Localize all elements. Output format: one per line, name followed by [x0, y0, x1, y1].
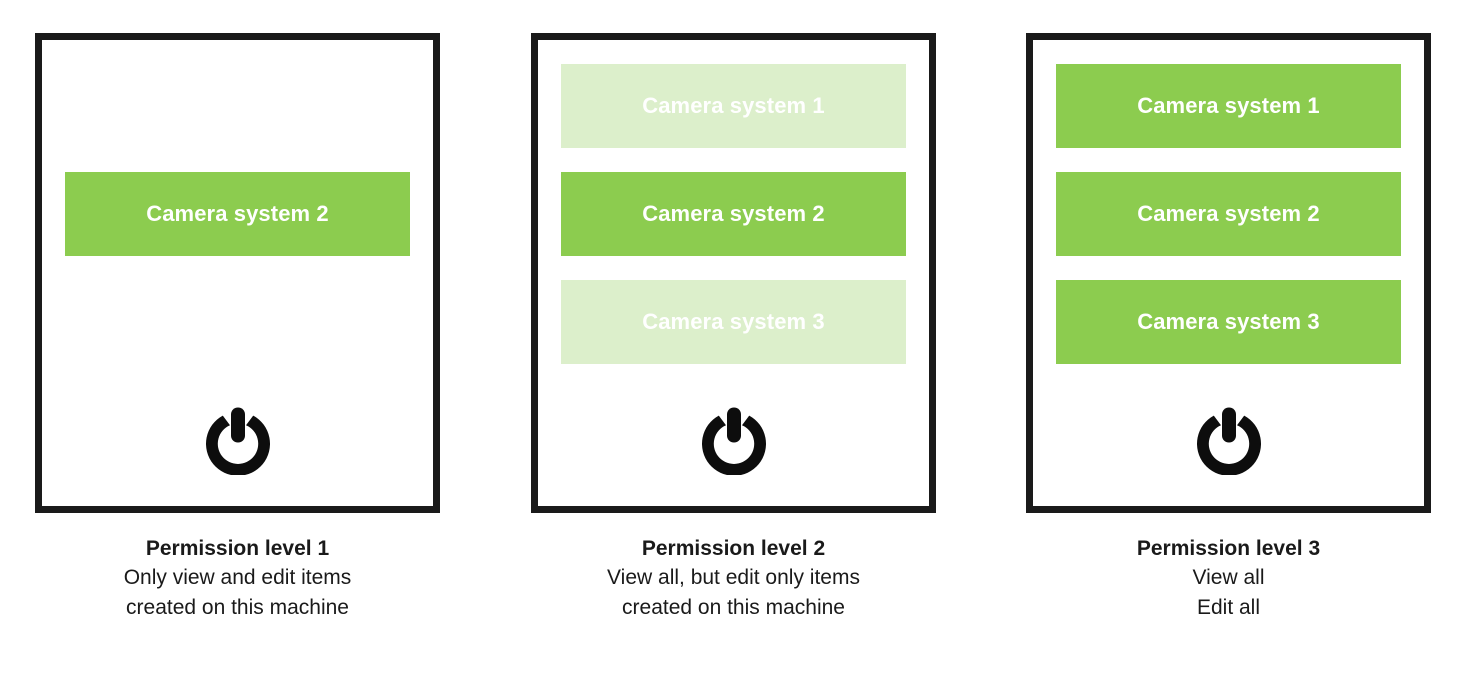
caption-line: Edit all — [1196, 596, 1261, 620]
camera-system-label: Camera system 3 — [642, 309, 825, 334]
permission-level-column-2: Camera system 1 Camera system 2 Camera s… — [531, 33, 936, 623]
camera-system-slot[interactable]: Camera system 2 — [65, 172, 410, 256]
caption-line: created on this machine — [622, 596, 845, 620]
camera-system-slot — [65, 280, 410, 364]
permission-level-column-3: Camera system 1 Camera system 2 Camera s… — [1026, 33, 1431, 623]
caption-title: Permission level 3 — [1136, 537, 1321, 560]
machine-panel-3: Camera system 1 Camera system 2 Camera s… — [1026, 33, 1431, 513]
caption-title: Permission level 1 — [145, 537, 330, 560]
camera-system-label: Camera system 2 — [146, 201, 329, 226]
camera-system-slot-list-2: Camera system 1 Camera system 2 Camera s… — [538, 64, 929, 364]
camera-system-label: Camera system 2 — [1137, 201, 1320, 226]
caption-title: Permission level 2 — [641, 537, 826, 560]
machine-panel-2: Camera system 1 Camera system 2 Camera s… — [531, 33, 936, 513]
caption-line: Only view and edit items — [123, 566, 352, 590]
caption-line: View all — [1192, 566, 1265, 590]
power-icon — [701, 407, 766, 475]
camera-system-label: Camera system 1 — [642, 93, 825, 118]
camera-system-slot[interactable]: Camera system 1 — [561, 64, 906, 148]
camera-system-slot[interactable]: Camera system 3 — [561, 280, 906, 364]
permission-level-column-1: Camera system 2 Permission level 1 Only … — [35, 33, 440, 623]
camera-system-slot — [65, 64, 410, 148]
caption-line: created on this machine — [126, 596, 349, 620]
power-icon — [205, 407, 270, 475]
camera-system-slot[interactable]: Camera system 3 — [1056, 280, 1401, 364]
machine-panel-1: Camera system 2 — [35, 33, 440, 513]
panel-caption-3: Permission level 3 View all Edit all — [1026, 535, 1431, 623]
camera-system-label: Camera system 2 — [642, 201, 825, 226]
camera-system-slot-list-3: Camera system 1 Camera system 2 Camera s… — [1033, 64, 1424, 364]
camera-system-slot-list-1: Camera system 2 — [42, 64, 433, 364]
camera-system-slot[interactable]: Camera system 2 — [561, 172, 906, 256]
camera-system-slot[interactable]: Camera system 1 — [1056, 64, 1401, 148]
camera-system-label: Camera system 1 — [1137, 93, 1320, 118]
panel-caption-1: Permission level 1 Only view and edit it… — [35, 535, 440, 623]
camera-system-label: Camera system 3 — [1137, 309, 1320, 334]
caption-line: View all, but edit only items — [607, 566, 860, 590]
panel-caption-2: Permission level 2 View all, but edit on… — [531, 535, 936, 623]
power-icon — [1196, 407, 1261, 475]
camera-system-slot[interactable]: Camera system 2 — [1056, 172, 1401, 256]
